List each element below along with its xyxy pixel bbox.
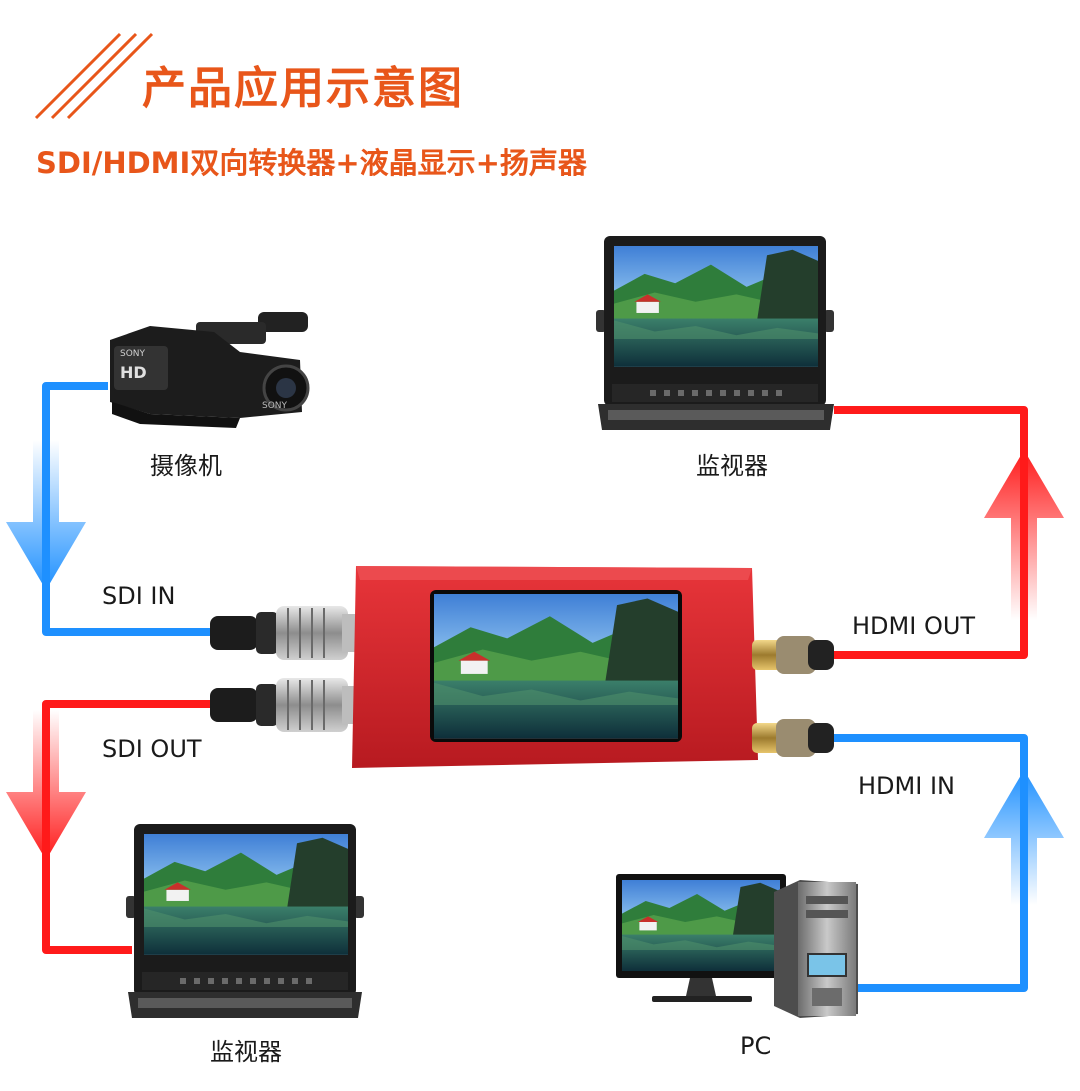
page-subtitle: SDI/HDMI双向转换器+液晶显示+扬声器 xyxy=(36,146,587,180)
arrow-up-red xyxy=(984,450,1064,620)
converter-device xyxy=(210,566,834,768)
camera-brand-lens: SONY xyxy=(262,401,288,411)
page-title: 产品应用示意图 xyxy=(142,63,464,114)
arrow-down-red xyxy=(6,710,86,860)
sdi-in-connector-icon xyxy=(210,606,358,660)
pc-label: PC xyxy=(740,1032,772,1060)
arrow-down-blue xyxy=(6,440,86,590)
flow-arrows xyxy=(6,440,1064,905)
camera-label: 摄像机 xyxy=(150,452,222,480)
sdi-in-label: SDI IN xyxy=(102,582,176,610)
hdmi-out-label: HDMI OUT xyxy=(852,612,976,640)
monitor-bottom-label: 监视器 xyxy=(210,1038,282,1066)
hdmi-out-connector-icon xyxy=(752,636,834,674)
monitor-top-icon xyxy=(596,236,834,430)
monitor-bottom-icon xyxy=(126,824,364,1018)
header-decoration xyxy=(34,32,154,120)
sdi-out-label: SDI OUT xyxy=(102,735,202,763)
arrow-up-blue xyxy=(984,770,1064,905)
converter-screen xyxy=(434,594,678,739)
camera-brand-top: SONY xyxy=(120,349,146,359)
sdi-out-connector-icon xyxy=(210,678,358,732)
camcorder-icon: HD SONY SONY xyxy=(110,312,310,428)
hdmi-in-connector-icon xyxy=(752,719,834,757)
monitor-top-label: 监视器 xyxy=(696,452,768,480)
pc-icon xyxy=(616,874,858,1018)
camera-badge: HD xyxy=(120,363,147,382)
hdmi-in-label: HDMI IN xyxy=(858,772,955,800)
